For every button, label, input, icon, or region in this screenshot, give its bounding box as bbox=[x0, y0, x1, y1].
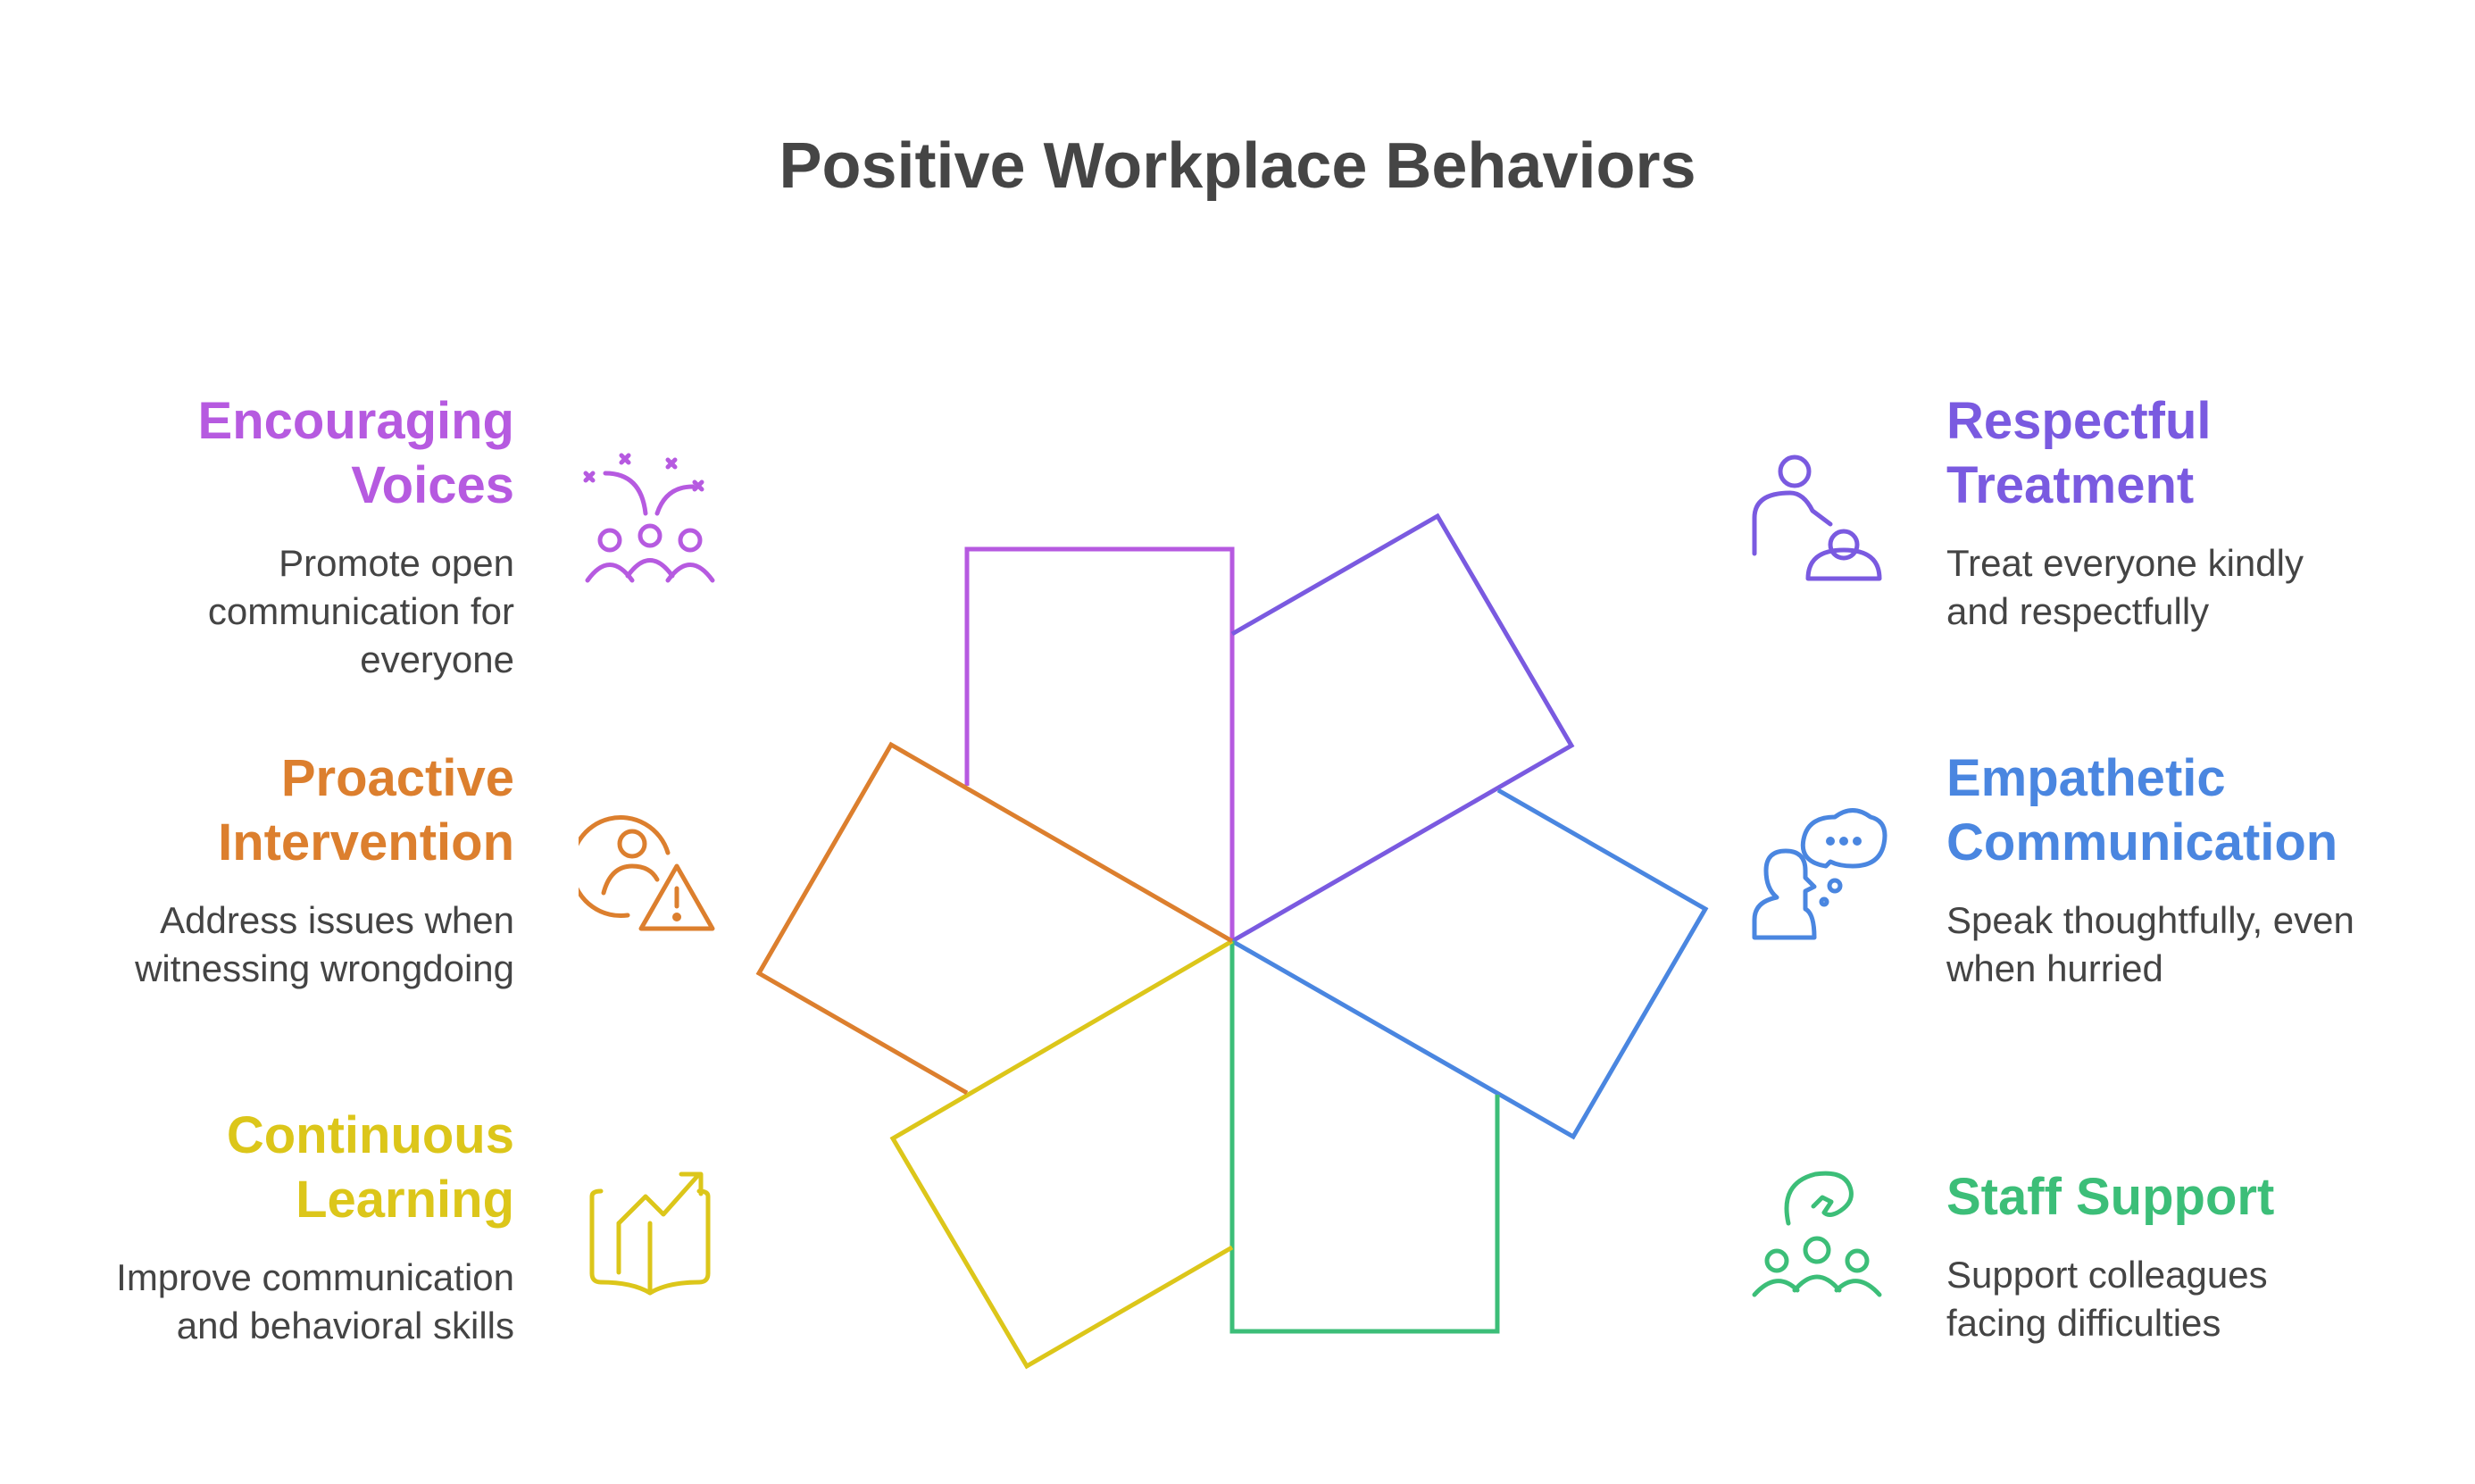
item-proactive-intervention: Proactive Intervention Address issues wh… bbox=[14, 746, 514, 993]
item-encouraging-voices: Encouraging Voices Promote open communic… bbox=[14, 389, 514, 684]
item-description: Treat everyone kindly and respectfully bbox=[1946, 542, 2304, 632]
pinwheel-segment-staff-support bbox=[1229, 941, 1500, 1334]
celebrating-people-icon bbox=[579, 446, 721, 589]
pinwheel-segment-proactive-intervention bbox=[755, 741, 1234, 1096]
item-description: Support colleagues facing difficulties bbox=[1946, 1254, 2268, 1344]
item-description: Address issues when witnessing wrongdoin… bbox=[135, 899, 514, 989]
item-description: Speak thoughtfully, even when hurried bbox=[1946, 899, 2354, 989]
item-heading: Continuous Learning bbox=[226, 1106, 514, 1229]
pinwheel-segment-respectful-treatment bbox=[1230, 513, 1575, 944]
book-growth-icon bbox=[579, 1161, 721, 1304]
item-staff-support: Staff Support Support colleagues facing … bbox=[1946, 1165, 2446, 1347]
person-warning-icon bbox=[579, 804, 721, 946]
item-description: Promote open communication for everyone bbox=[207, 542, 514, 680]
person-speech-bubble-icon bbox=[1746, 804, 1888, 946]
item-heading: Staff Support bbox=[1946, 1168, 2275, 1226]
item-heading: Encouraging Voices bbox=[197, 392, 514, 514]
item-heading: Proactive Intervention bbox=[218, 749, 514, 871]
pinwheel-segment-continuous-learning bbox=[889, 938, 1234, 1370]
diagram-title: Positive Workplace Behaviors bbox=[779, 130, 1696, 202]
item-empathetic-communication: Empathetic Communication Speak thoughtfu… bbox=[1946, 746, 2446, 993]
item-heading: Empathetic Communication bbox=[1946, 749, 2338, 871]
helping-hand-group-icon bbox=[1746, 1161, 1888, 1304]
item-continuous-learning: Continuous Learning Improve communicatio… bbox=[14, 1104, 514, 1350]
pinwheel-segment-encouraging-voices bbox=[964, 546, 1235, 941]
item-description: Improve communication and behavioral ski… bbox=[116, 1256, 514, 1346]
item-heading: Respectful Treatment bbox=[1946, 392, 2212, 514]
caring-person-icon bbox=[1746, 446, 1888, 589]
pinwheel-segment-empathetic-communication bbox=[1230, 788, 1709, 1140]
item-respectful-treatment: Respectful Treatment Treat everyone kind… bbox=[1946, 389, 2446, 636]
